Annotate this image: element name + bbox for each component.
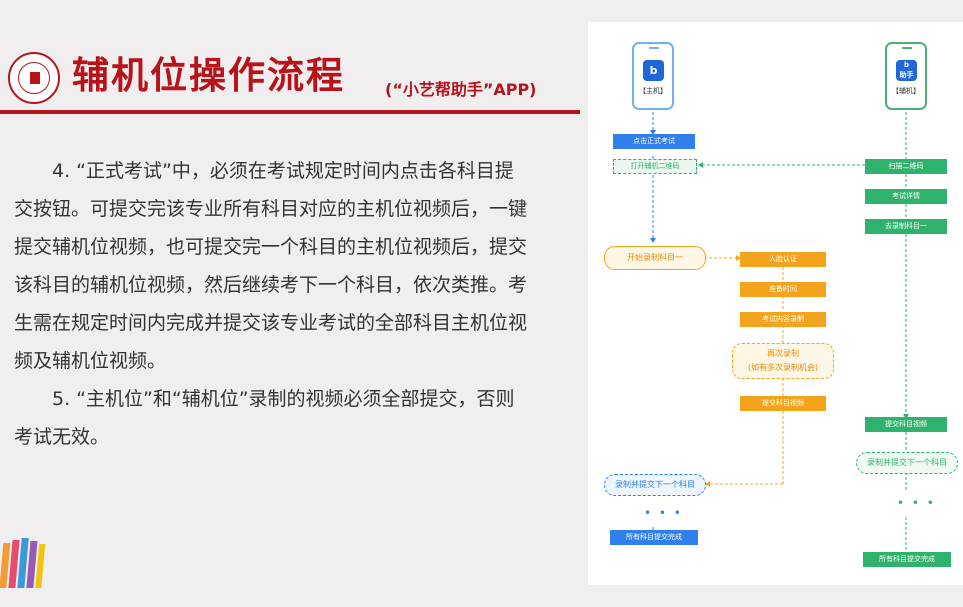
go-subject-step: 去录制科目一 [865,219,947,234]
logo-building-icon [30,72,40,84]
instruction-paragraph-5: 5. “主机位”和“辅机位”录制的视频必须全部提交，否则考试无效。 [14,388,515,448]
instruction-text: 4. “正式考试”中，必须在考试规定时间内点击各科目提交按钮。可提交完该专业所有… [14,152,529,456]
open-qr-step: 打开辅机二维码 [613,159,697,174]
books-decoration [0,538,46,588]
aux-ellipsis: • • • [897,496,936,510]
rerecord-step: 再次录制 (如有多次录制机会) [732,343,834,379]
main-phone-label: 【主机】 [639,87,667,95]
logo-emblem [18,62,50,94]
exam-detail-step: 考试详情 [865,189,947,204]
record-next-step: 录制并提交下一个科目 [604,474,706,496]
instruction-paragraph-4: 4. “正式考试”中，必须在考试规定时间内点击各科目提交按钮。可提交完该专业所有… [14,160,528,372]
main-all-done-step: 所有科目提交完成 [610,530,698,545]
rerecord-line1: 再次录制 [767,349,799,358]
aux-submit-video-step: 提交科目视频 [865,417,947,432]
phone-speaker [649,47,659,49]
rerecord-line2: (如有多次录制机会) [747,363,819,372]
face-auth-step: 人脸认证 [740,252,826,267]
page-title: 辅机位操作流程 [72,54,345,97]
aux-phone-label: 【辅机】 [892,87,920,95]
start-exam-step: 点击正式考试 [613,134,695,149]
middle-submit-video-step: 提交科目视频 [740,396,826,411]
flowchart-connectors [650,112,909,552]
scan-qr-step: 扫描二维码 [865,159,947,174]
main-ellipsis: • • • [644,506,683,520]
university-logo [8,52,60,104]
prepare-step: 准备时间 [740,282,826,297]
page-subtitle: (“小艺帮助手”APP) [385,80,537,99]
aux-all-done-step: 所有科目提交完成 [863,552,951,567]
aux-record-next-step: 录制并提交下一个科目 [856,452,958,474]
main-phone-icon: b 【主机】 [632,42,674,110]
content-record-step: 考试内容录制 [740,312,826,327]
phone-speaker [902,47,912,49]
assistant-app-label: 助手 [899,71,914,79]
title-divider [0,110,580,114]
start-record-step: 开始录制科目一 [604,246,706,270]
app-logo-icon: b [643,60,664,81]
